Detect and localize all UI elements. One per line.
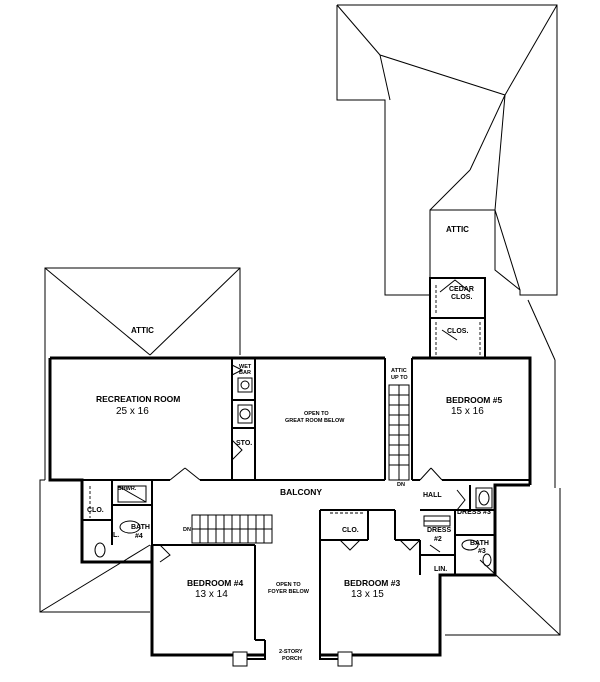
open-great-room-label-2: GREAT ROOM BELOW xyxy=(285,418,345,424)
bath4-label-2: #4 xyxy=(135,533,143,540)
open-great-room-label-1: OPEN TO xyxy=(304,411,329,417)
bath4-label-1: BATH xyxy=(131,524,150,531)
main-stairs xyxy=(191,514,273,544)
hall-label: HALL xyxy=(423,492,442,499)
cedar-closet-label-2: CLOS. xyxy=(451,294,472,301)
closet-bedroom3-label: CLO. xyxy=(342,527,359,534)
attic-label-left: ATTIC xyxy=(131,326,154,335)
porch-label-2: PORCH xyxy=(282,656,302,662)
dress3-label: DRESS #3 xyxy=(457,509,491,516)
wet-bar-label-1: WET xyxy=(239,364,252,370)
attic-stair-label-2: UP TO xyxy=(391,375,408,381)
recreation-room-name: RECREATION ROOM xyxy=(96,394,180,404)
shower-label: SHWR. xyxy=(118,486,137,492)
wet-bar-label-2: BAR xyxy=(239,370,251,376)
bedroom4-name: BEDROOM #4 xyxy=(187,578,243,588)
room-labels: RECREATION ROOM 25 x 16 BEDROOM #5 15 x … xyxy=(87,286,502,662)
exterior-walls xyxy=(48,277,532,667)
recreation-room-size: 25 x 16 xyxy=(116,406,149,417)
storage-label: STO. xyxy=(236,440,252,447)
stairs-to-attic xyxy=(388,384,410,481)
dress2-label-1: DRESS xyxy=(427,527,451,534)
bedroom5-size: 15 x 16 xyxy=(451,406,484,417)
doors-and-fixtures xyxy=(49,279,531,567)
bedroom5-name: BEDROOM #5 xyxy=(446,395,502,405)
bedroom4-size: 13 x 14 xyxy=(195,589,228,600)
down-label-right: DN xyxy=(397,482,405,488)
cedar-closet-label-1: CEDAR xyxy=(449,286,474,293)
linen-small-label: L. xyxy=(113,532,119,539)
roof-outline xyxy=(39,4,561,636)
closet-label: CLOS. xyxy=(447,328,468,335)
attic-label-top: ATTIC xyxy=(446,225,469,234)
dress2-label-2: #2 xyxy=(434,536,442,543)
down-label-left: DN xyxy=(183,527,191,533)
linen-label: LIN. xyxy=(434,566,447,573)
interior-walls xyxy=(50,358,530,660)
open-foyer-label-2: FOYER BELOW xyxy=(268,589,310,595)
bedroom3-name: BEDROOM #3 xyxy=(344,578,400,588)
attic-stair-label-1: ATTIC xyxy=(391,368,407,374)
bedroom3-size: 13 x 15 xyxy=(351,589,384,600)
closet-left-label: CLO. xyxy=(87,507,104,514)
porch-label-1: 2-STORY xyxy=(279,649,303,655)
open-foyer-label-1: OPEN TO xyxy=(276,582,301,588)
bath3-label-2: #3 xyxy=(478,548,486,555)
bath3-label-1: BATH xyxy=(470,540,489,547)
balcony-label: BALCONY xyxy=(280,487,322,497)
